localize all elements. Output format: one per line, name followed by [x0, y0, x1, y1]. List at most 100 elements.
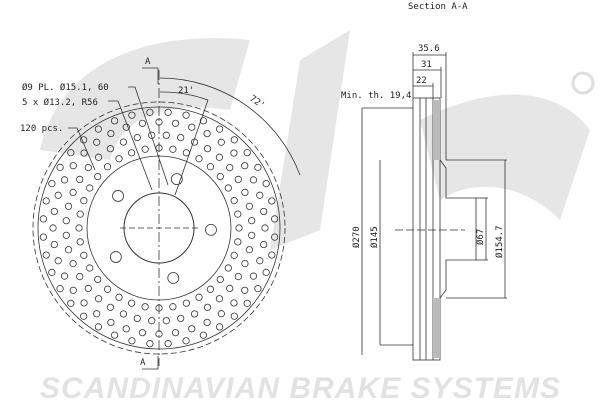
- drilled-hole: [54, 191, 62, 199]
- drilled-hole: [106, 303, 115, 311]
- drilled-hole: [206, 163, 215, 171]
- drilled-hole: [67, 149, 75, 157]
- drilled-hole: [216, 323, 224, 331]
- bolt-holes-annotation: 5 x Ø13.2, R56: [22, 97, 98, 108]
- drilled-hole: [56, 163, 64, 171]
- drilled-hole: [50, 240, 58, 249]
- drilled-hole: [203, 318, 211, 327]
- drilled-hole: [133, 314, 141, 323]
- drilled-hole: [93, 138, 101, 146]
- drilled-hole: [235, 224, 243, 232]
- drilled-hole: [48, 268, 56, 276]
- drilled-hole: [69, 188, 77, 197]
- drilled-hole: [141, 303, 149, 311]
- drilled-hole: [215, 295, 223, 303]
- section-marker-top: A: [145, 57, 151, 67]
- drilled-hole: [216, 125, 224, 133]
- drilled-hole: [42, 197, 50, 205]
- drilled-hole: [199, 331, 207, 339]
- drilled-hole: [60, 176, 69, 184]
- drilled-hole: [245, 202, 254, 210]
- drilled-hole: [141, 145, 149, 153]
- drilled-hole: [76, 210, 84, 218]
- drilled-hole: [146, 108, 154, 116]
- drilled-hole: [48, 180, 56, 188]
- drilled-hole: [115, 293, 123, 301]
- drilled-hole: [128, 149, 136, 157]
- drilled-hole: [133, 133, 141, 142]
- drilled-hole: [75, 224, 83, 232]
- drilled-hole: [164, 108, 172, 116]
- dim-31: 31: [421, 60, 432, 70]
- drilled-hole: [69, 286, 77, 294]
- drilled-hole: [226, 164, 234, 172]
- drilled-hole: [182, 299, 190, 307]
- drilled-hole: [234, 210, 242, 218]
- drilled-hole: [49, 224, 57, 232]
- min-thickness: Min. th. 19,4: [341, 91, 411, 101]
- drilled-hole: [234, 238, 242, 246]
- drilled-hole: [241, 188, 249, 197]
- drilled-hole: [243, 299, 251, 307]
- drilled-hole: [195, 155, 203, 163]
- drilled-hole: [188, 123, 196, 131]
- drilled-hole: [39, 215, 47, 223]
- drilled-hole: [148, 131, 156, 139]
- drilled-hole: [177, 314, 185, 323]
- drilled-hole: [224, 264, 232, 272]
- drilled-hole: [177, 133, 185, 142]
- drilled-hole: [256, 191, 264, 199]
- drilled-hole: [67, 299, 75, 307]
- drilled-hole: [230, 251, 238, 259]
- drilled-hole: [128, 299, 136, 307]
- drilled-hole: [182, 111, 190, 119]
- drilled-hole: [115, 155, 123, 163]
- drilled-hole: [122, 123, 130, 131]
- drilled-hole: [254, 285, 262, 293]
- drilled-hole: [95, 153, 103, 161]
- drilled-hole: [94, 275, 102, 284]
- drilled-hole: [234, 175, 242, 184]
- drilled-hole: [260, 207, 268, 216]
- drilled-hole: [69, 162, 77, 170]
- drilled-hole: [230, 136, 238, 144]
- drilled-hole: [199, 117, 207, 125]
- drilled-hole: [62, 231, 70, 239]
- brand-watermark: SCANDINAVIAN BRAKE SYSTEMS: [40, 372, 560, 400]
- drilled-hole: [216, 275, 224, 284]
- drilled-hole: [94, 323, 102, 331]
- drilled-hole: [80, 251, 88, 259]
- drilled-hole: [138, 329, 147, 337]
- drilled-hole: [254, 163, 262, 171]
- drilled-hole: [86, 184, 94, 192]
- drilled-hole: [111, 331, 119, 339]
- drilled-hole: [103, 163, 112, 171]
- drilled-hole: [84, 164, 92, 172]
- drilled-hole: [215, 153, 223, 161]
- bolt-hole: [167, 272, 180, 284]
- drilled-hole: [60, 272, 69, 280]
- drilled-hole: [230, 312, 238, 320]
- drilled-hole: [241, 162, 249, 170]
- drilled-hole: [190, 310, 199, 318]
- drilled-hole: [260, 240, 268, 249]
- drilled-hole: [188, 325, 196, 333]
- drilled-hole: [54, 257, 62, 265]
- bolt-holes: [109, 173, 217, 284]
- drilled-hole: [128, 337, 136, 345]
- drilled-hole: [128, 111, 136, 119]
- bolt-hole: [109, 251, 122, 263]
- drilled-hole: [148, 317, 156, 325]
- drilled-hole: [64, 246, 73, 254]
- dim-35-6: 35.6: [418, 44, 440, 54]
- section-marker-bottom: A: [140, 358, 146, 368]
- drilled-hole: [203, 129, 211, 138]
- drilled-hole: [64, 202, 73, 210]
- drilled-hole: [268, 197, 276, 205]
- drilled-hole: [80, 312, 88, 320]
- drilled-hole: [80, 197, 88, 205]
- drilled-hole: [93, 310, 101, 318]
- drilled-hole: [76, 175, 84, 184]
